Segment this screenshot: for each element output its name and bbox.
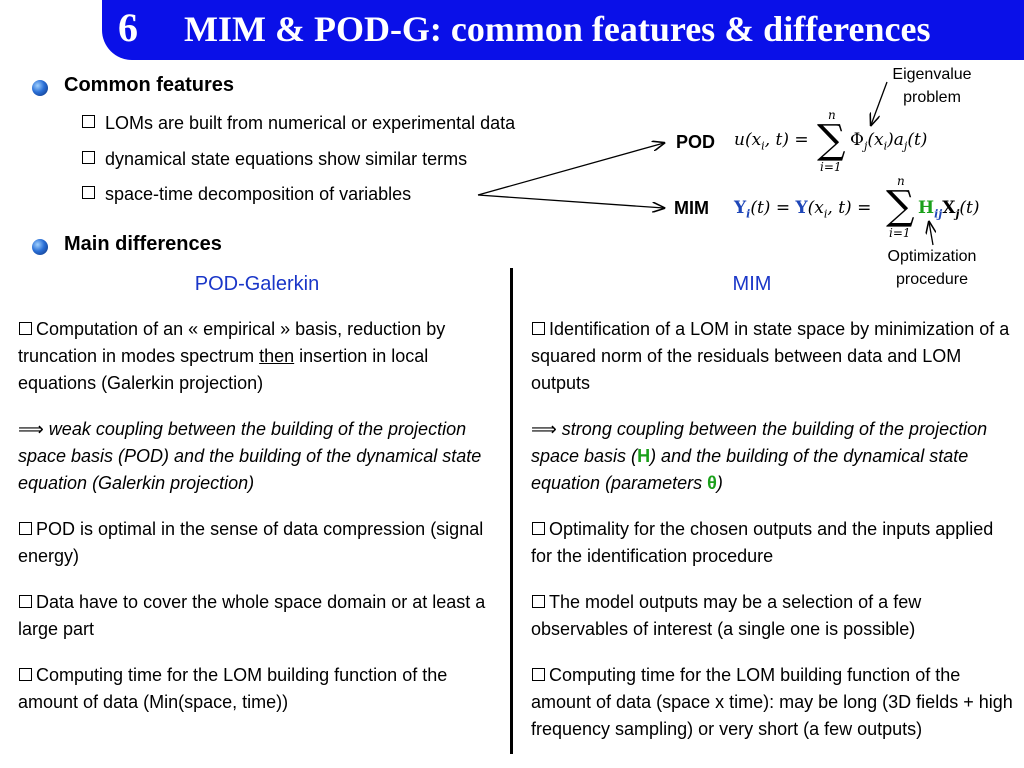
- common-item-text: space-time decomposition of variables: [105, 184, 412, 204]
- pod-sum-upper: n: [828, 108, 836, 122]
- checkbox-square-icon: [82, 115, 95, 128]
- title-bar: [102, 0, 1024, 60]
- checkbox-square-icon: [82, 151, 95, 164]
- bullet-icon: [32, 80, 48, 96]
- mim-label: MIM: [674, 198, 709, 218]
- checkbox-square-icon: [19, 668, 32, 681]
- checkbox-square-icon: [19, 595, 32, 608]
- mim-equation-rhs: HijXj(t): [918, 198, 980, 221]
- common-features-heading: Common features: [64, 74, 235, 96]
- mim-title: MIM: [732, 273, 772, 295]
- arrow-to-mim: [477, 194, 664, 208]
- checkbox-square-icon: [532, 668, 545, 681]
- arrow-to-pod: [477, 143, 664, 196]
- pod-galerkin-column: Computation of an « empirical » basis, r…: [18, 316, 500, 735]
- mim-point: Computing time for the LOM building func…: [531, 665, 1013, 739]
- checkbox-square-icon: [19, 322, 32, 335]
- mim-sum-icon: ∑: [886, 183, 915, 229]
- pod-sum-lower: i=1: [820, 160, 842, 174]
- pod-point: Computing time for the LOM building func…: [18, 665, 448, 712]
- common-item: dynamical state equations show similar t…: [82, 149, 467, 170]
- common-item: LOMs are built from numerical or experim…: [82, 113, 515, 134]
- mim-point: Identification of a LOM in state space b…: [531, 319, 1010, 393]
- pod-point: POD is optimal in the sense of data comp…: [18, 519, 484, 566]
- checkbox-square-icon: [532, 522, 545, 535]
- checkbox-square-icon: [82, 186, 95, 199]
- arrow-optim: [929, 222, 933, 246]
- common-item: space-time decomposition of variables: [82, 184, 411, 205]
- slide-title: MIM & POD-G: common features & differenc…: [184, 9, 931, 49]
- main-differences-heading: Main differences: [64, 233, 222, 255]
- mim-consequence: ⟹ strong coupling between the building o…: [531, 419, 988, 493]
- bullet-icon: [32, 239, 48, 255]
- pod-point: Computation of an « empirical » basis, r…: [18, 319, 446, 393]
- mim-equation-lhs: Yi(t) = Y(xi, t) =: [734, 198, 872, 221]
- mim-column: Identification of a LOM in state space b…: [531, 316, 1015, 762]
- pod-label: POD: [676, 132, 716, 152]
- mim-point: Optimality for the chosen outputs and th…: [531, 519, 994, 566]
- column-divider: [510, 268, 513, 754]
- mim-sum-lower: i=1: [889, 226, 911, 240]
- mim-point: The model outputs may be a selection of …: [531, 592, 922, 639]
- checkbox-square-icon: [532, 595, 545, 608]
- pod-point: Data have to cover the whole space domai…: [18, 592, 486, 639]
- pod-consequence: ⟹ weak coupling between the building of …: [18, 419, 482, 493]
- optimization-note: Optimization procedure: [887, 248, 977, 288]
- pod-galerkin-title: POD-Galerkin: [194, 273, 320, 295]
- common-item-text: dynamical state equations show similar t…: [105, 149, 468, 169]
- slide-number: 6: [118, 5, 138, 50]
- pod-equation-rhs: Φj(xi)aj(t): [850, 130, 928, 153]
- checkbox-square-icon: [532, 322, 545, 335]
- checkbox-square-icon: [19, 522, 32, 535]
- pod-sum-icon: ∑: [817, 117, 846, 163]
- eigenvalue-note: Eigenvalue problem: [892, 66, 972, 106]
- common-item-text: LOMs are built from numerical or experim…: [105, 113, 516, 133]
- mim-sum-upper: n: [897, 174, 905, 188]
- pod-equation-lhs: u(xi, t) =: [734, 130, 809, 153]
